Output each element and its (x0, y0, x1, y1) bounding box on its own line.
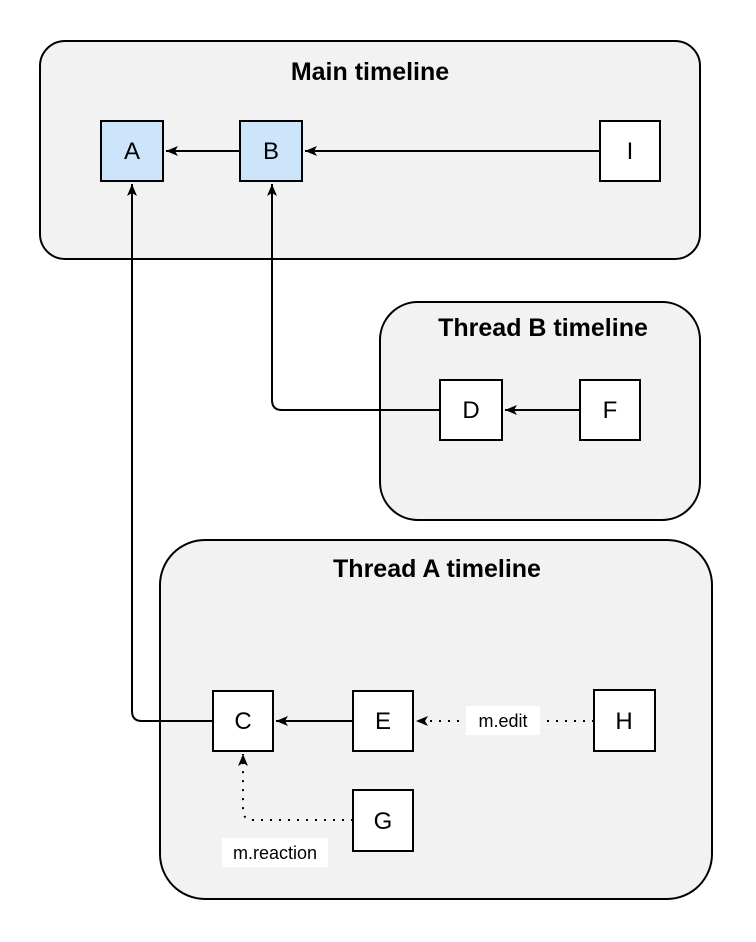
edge-label-m-reaction: m.reaction (233, 843, 317, 863)
node-a-label: A (124, 138, 140, 165)
node-i-label: I (627, 138, 634, 165)
node-d-label: D (462, 397, 479, 424)
node-e-box (352, 690, 414, 752)
node-b: B (239, 120, 303, 182)
node-e-label: E (375, 708, 391, 735)
node-i: I (599, 120, 661, 182)
node-e: E (352, 690, 414, 752)
node-f: F (579, 379, 641, 441)
container-thread-a-timeline-title: Thread A timeline (333, 555, 541, 583)
container-main-timeline-title: Main timeline (291, 58, 449, 86)
edge-label-m-edit: m.edit (478, 711, 527, 731)
node-f-label: F (603, 397, 618, 424)
node-h-box (593, 689, 656, 752)
container-thread-b-timeline-title: Thread B timeline (438, 314, 648, 342)
node-h: H (593, 689, 656, 752)
node-i-box (599, 120, 661, 182)
node-c-label: C (234, 708, 251, 735)
node-b-box (239, 120, 303, 182)
node-g-label: G (374, 808, 393, 835)
edge-label-bg-m-edit (466, 706, 540, 735)
edge-g-to-c (238, 754, 353, 821)
node-c: C (212, 690, 274, 752)
node-g-box (352, 789, 414, 852)
node-b-label: B (263, 138, 279, 165)
node-c-box (212, 690, 274, 752)
container-thread-a-timeline (159, 539, 713, 900)
edge-label-bg-m-reaction (222, 838, 328, 867)
node-d: D (439, 379, 503, 441)
node-a-box (100, 120, 164, 182)
node-f-box (579, 379, 641, 441)
node-g: G (352, 789, 414, 852)
node-d-box (439, 379, 503, 441)
edge-c-to-a (127, 184, 213, 722)
node-h-label: H (615, 708, 632, 735)
node-a: A (100, 120, 164, 182)
edge-d-to-b (267, 184, 440, 411)
